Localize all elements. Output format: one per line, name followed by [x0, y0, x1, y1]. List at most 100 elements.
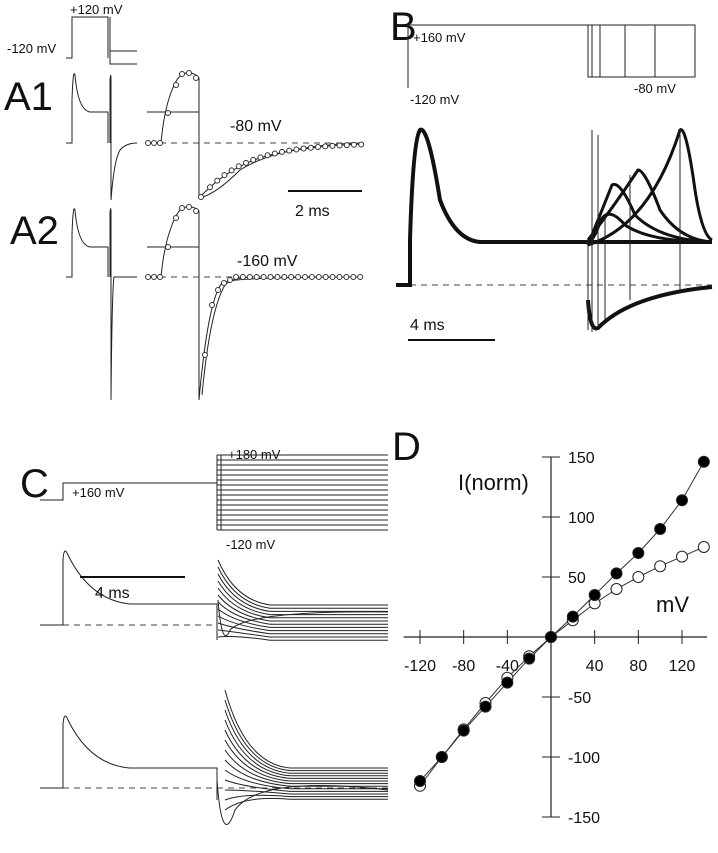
fit-circle: [281, 274, 288, 280]
fit-circle: [227, 277, 233, 283]
tail-current-trace: [224, 699, 388, 772]
b-scale-bar-label: 4 ms: [410, 317, 445, 334]
fit-circle: [186, 204, 192, 210]
tail-current-trace: [217, 599, 389, 637]
fit-circle: [173, 82, 179, 88]
fit-circle: [286, 147, 293, 154]
b-voltage-protocol: [407, 24, 696, 88]
fit-circle: [343, 274, 350, 280]
d-x-axis-label: mV: [656, 592, 689, 617]
tail-current-trace: [224, 689, 388, 769]
fit-circle: [274, 274, 281, 280]
fit-circle: [145, 140, 151, 146]
x-tick-label: -40: [496, 658, 519, 675]
d-y-axis-label: I(norm): [458, 470, 529, 495]
x-tick-label: -120: [404, 658, 436, 675]
y-tick-label: 100: [568, 510, 595, 527]
c-family-bottom-label: -120 mV: [226, 537, 275, 552]
y-tick-label: 150: [568, 450, 595, 467]
fit-circle: [246, 274, 253, 280]
c1-trace: [40, 550, 218, 640]
tail-current-trace: [224, 779, 388, 792]
tail-current-trace: [217, 608, 388, 628]
fit-circle: [358, 141, 365, 148]
fit-circle: [215, 287, 221, 293]
data-point-open: [610, 583, 623, 595]
b-step-low-label: -120 mV: [410, 92, 459, 107]
tail-current-trace: [217, 594, 388, 622]
fit-circle: [243, 159, 249, 166]
fit-circle: [193, 208, 199, 214]
fit-circle: [198, 194, 204, 200]
fit-circle: [239, 274, 246, 280]
tail-current-trace: [217, 580, 388, 616]
fit-circle: [207, 184, 213, 191]
y-tick-label: -100: [568, 750, 600, 767]
tail-current-trace: [217, 601, 388, 625]
fit-circle: [322, 274, 329, 280]
tail-current-trace: [224, 719, 388, 777]
fit-circle: [300, 145, 307, 152]
data-point-filled: [588, 589, 601, 601]
fit-circle: [350, 274, 357, 280]
fit-circle: [329, 274, 336, 280]
data-point-open: [697, 541, 710, 553]
a-scale-bar-label: 2 ms: [295, 203, 330, 220]
a2-label: A2: [10, 209, 59, 253]
data-point-open: [676, 550, 688, 563]
data-point-filled: [566, 610, 579, 623]
b-current-trace: [396, 127, 712, 287]
a2-fit-circles: [145, 204, 364, 358]
a1-right-trace: [145, 72, 363, 199]
data-point-filled: [676, 494, 688, 507]
fit-circle: [186, 70, 192, 76]
fit-circle: [173, 215, 179, 221]
voltage-step-edge: [216, 455, 222, 530]
fit-circle: [260, 274, 267, 280]
panel-a: +120 mV -120 mV A1 A2 -80 mV 2 ms -160 m…: [4, 2, 365, 401]
fit-circle: [315, 274, 322, 280]
tail-current-trace: [224, 749, 388, 785]
fit-circle: [151, 140, 157, 146]
tail-current-trace: [224, 769, 388, 790]
fit-circle: [157, 274, 163, 280]
tail-current-trace: [224, 797, 388, 811]
fit-circle: [235, 163, 242, 170]
fit-circle: [267, 274, 274, 280]
a2-right-trace: [145, 206, 363, 401]
tail-current-trace: [224, 729, 388, 779]
fit-circle: [308, 274, 315, 280]
tail-current-trace: [217, 615, 388, 632]
fit-circle: [279, 148, 285, 155]
c1-tail-family: [217, 559, 389, 641]
c2-tail-family: [216, 689, 389, 825]
tail-current-trace: [217, 573, 388, 612]
a1-label: A1: [4, 75, 53, 119]
y-tick-label: 50: [568, 570, 586, 587]
a1-left-trace: [66, 73, 138, 201]
b-vertical-lines: [587, 130, 681, 332]
a1-fit-circles: [145, 70, 365, 200]
a2-fit-curve: [201, 276, 251, 396]
b-step-high-label: +160 mV: [413, 30, 466, 45]
fit-circle: [151, 274, 157, 280]
c-family-top-label: +180 mV: [228, 447, 281, 462]
c-voltage-family: [216, 454, 388, 531]
fit-circle: [165, 110, 171, 116]
fit-circle: [221, 172, 228, 179]
data-point-open: [654, 560, 667, 573]
fit-circle: [165, 244, 171, 250]
data-point-open: [632, 571, 645, 583]
data-point-filled: [545, 631, 557, 643]
fit-circle: [351, 141, 357, 148]
fit-circle: [271, 150, 278, 157]
data-point-filled: [457, 724, 470, 737]
b-tail-traces: [586, 128, 713, 247]
tail-current-trace: [224, 759, 388, 787]
fit-circle: [202, 352, 208, 358]
tail-current-trace: [217, 566, 388, 609]
data-point-filled: [479, 700, 492, 713]
fit-circle: [336, 142, 343, 149]
